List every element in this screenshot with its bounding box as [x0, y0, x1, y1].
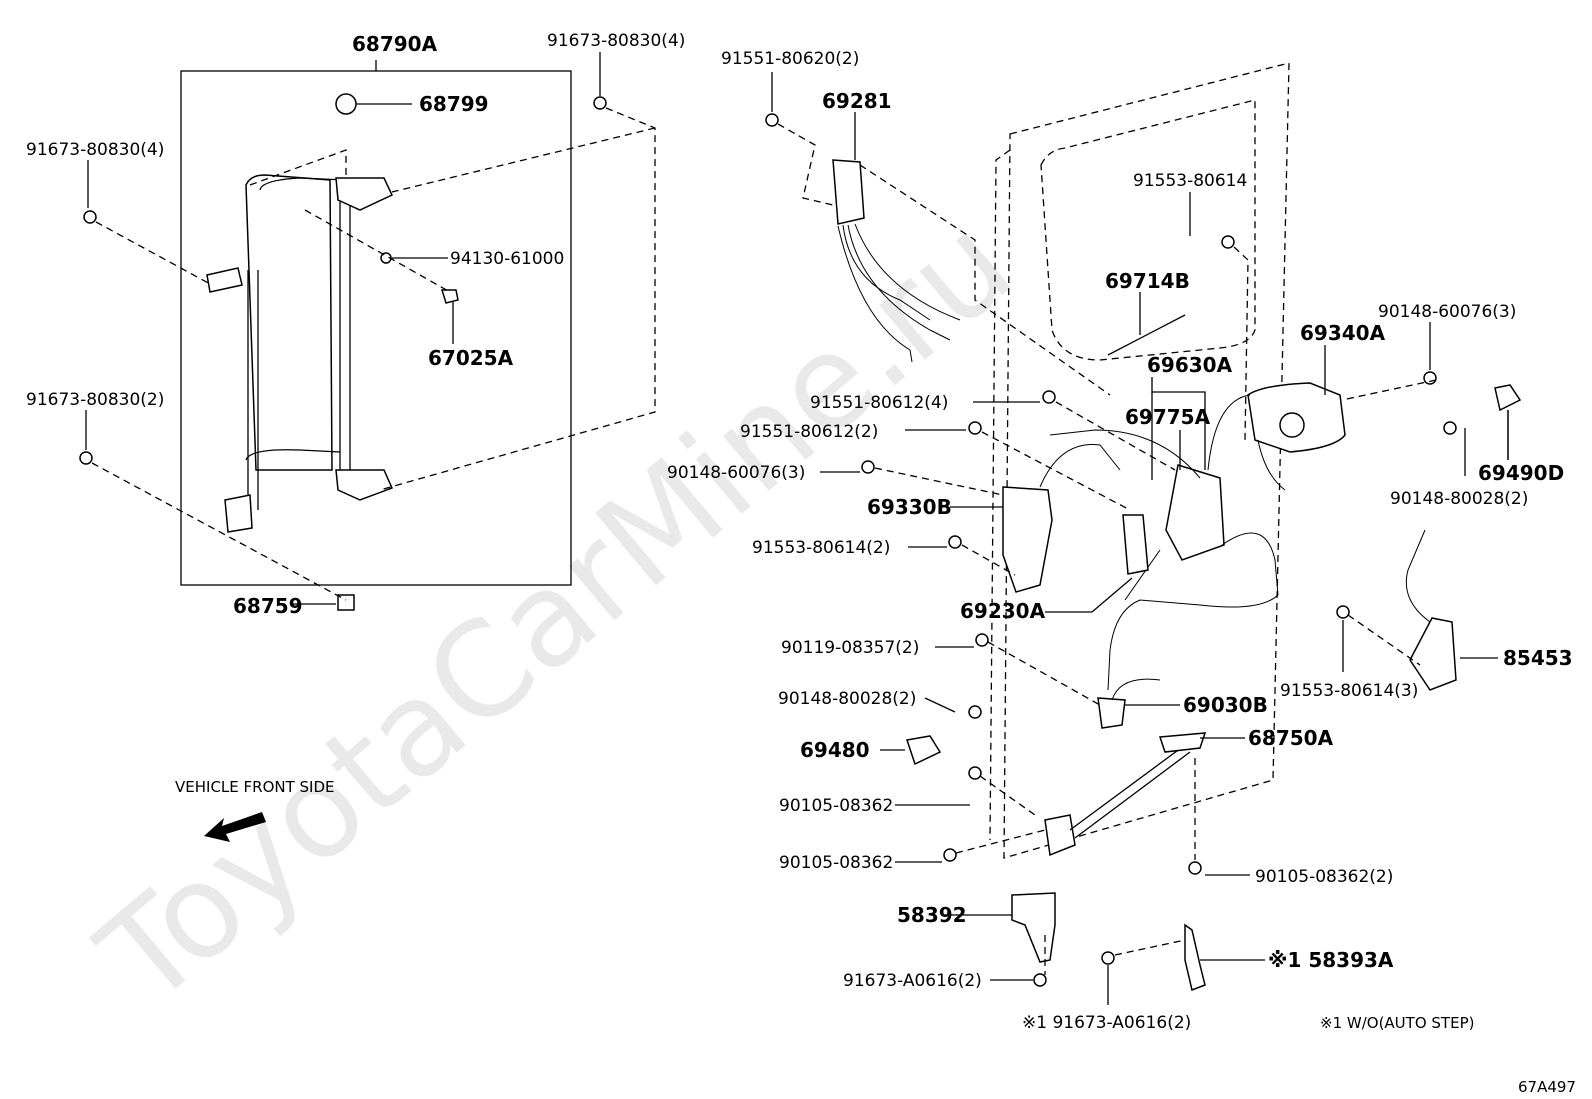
vehicle-front-label: VEHICLE FRONT SIDE [175, 778, 335, 796]
label-90148-80028-2-right: 90148-80028(2) [1390, 489, 1528, 509]
label-91553-80614: 91553-80614 [1133, 171, 1247, 191]
label-69030B: 69030B [1183, 693, 1268, 717]
labels: 68790A 68799 94130-61000 67025A 68759 91… [26, 31, 1576, 1096]
diagram-code: 67A497 [1518, 1078, 1576, 1096]
label-69480: 69480 [800, 738, 870, 762]
label-69340A: 69340A [1300, 321, 1386, 345]
label-69775A: 69775A [1125, 405, 1211, 429]
label-69330B: 69330B [867, 495, 952, 519]
label-68750A: 68750A [1248, 726, 1334, 750]
label-68799: 68799 [419, 92, 489, 116]
label-91673-80830-4-left: 91673-80830(4) [26, 140, 164, 160]
label-91553-80614-2: 91553-80614(2) [752, 538, 890, 558]
label-91673-80830-4-top: 91673-80830(4) [547, 31, 685, 51]
front-arrow-icon [204, 812, 266, 842]
label-90148-60076-3-left: 90148-60076(3) [667, 463, 805, 483]
label-91551-80612-2: 91551-80612(2) [740, 422, 878, 442]
vehicle-front-indicator [204, 812, 266, 842]
label-91673-A0616-2-note: ※1 91673-A0616(2) [1022, 1013, 1191, 1033]
label-91673-80830-2: 91673-80830(2) [26, 390, 164, 410]
label-91551-80620-2: 91551-80620(2) [721, 49, 859, 69]
label-69714B: 69714B [1105, 269, 1190, 293]
label-69281: 69281 [822, 89, 892, 113]
label-58393A: ※1 58393A [1268, 948, 1394, 972]
label-69630A: 69630A [1147, 353, 1233, 377]
label-68790A: 68790A [352, 32, 438, 56]
cap-icon [335, 93, 357, 115]
label-67025A: 67025A [428, 346, 514, 370]
door-components-group [765, 72, 1522, 1005]
label-91551-80612-4: 91551-80612(4) [810, 393, 948, 413]
label-90105-08362-a: 90105-08362 [779, 796, 893, 816]
label-91673-A0616-2: 91673-A0616(2) [843, 971, 982, 991]
label-85453: 85453 [1503, 646, 1573, 670]
label-68759: 68759 [233, 594, 303, 618]
label-90148-80028-2-left: 90148-80028(2) [778, 689, 916, 709]
label-90148-60076-3-right: 90148-60076(3) [1378, 302, 1516, 322]
watermark: ToyotaCarMine.ru [71, 187, 1039, 1034]
label-90105-08362-b: 90105-08362 [779, 853, 893, 873]
label-69490D: 69490D [1478, 461, 1564, 485]
footnote: ※1 W/O(AUTO STEP) [1320, 1014, 1474, 1032]
label-90105-08362-2: 90105-08362(2) [1255, 867, 1393, 887]
label-91553-80614-3: 91553-80614(3) [1280, 681, 1418, 701]
label-58392: 58392 [897, 903, 967, 927]
label-90119-08357-2: 90119-08357(2) [781, 638, 919, 658]
label-69230A: 69230A [960, 599, 1046, 623]
label-94130-61000: 94130-61000 [450, 249, 564, 269]
handle-assembly-group [79, 52, 656, 611]
door-outline-group [989, 62, 1290, 859]
